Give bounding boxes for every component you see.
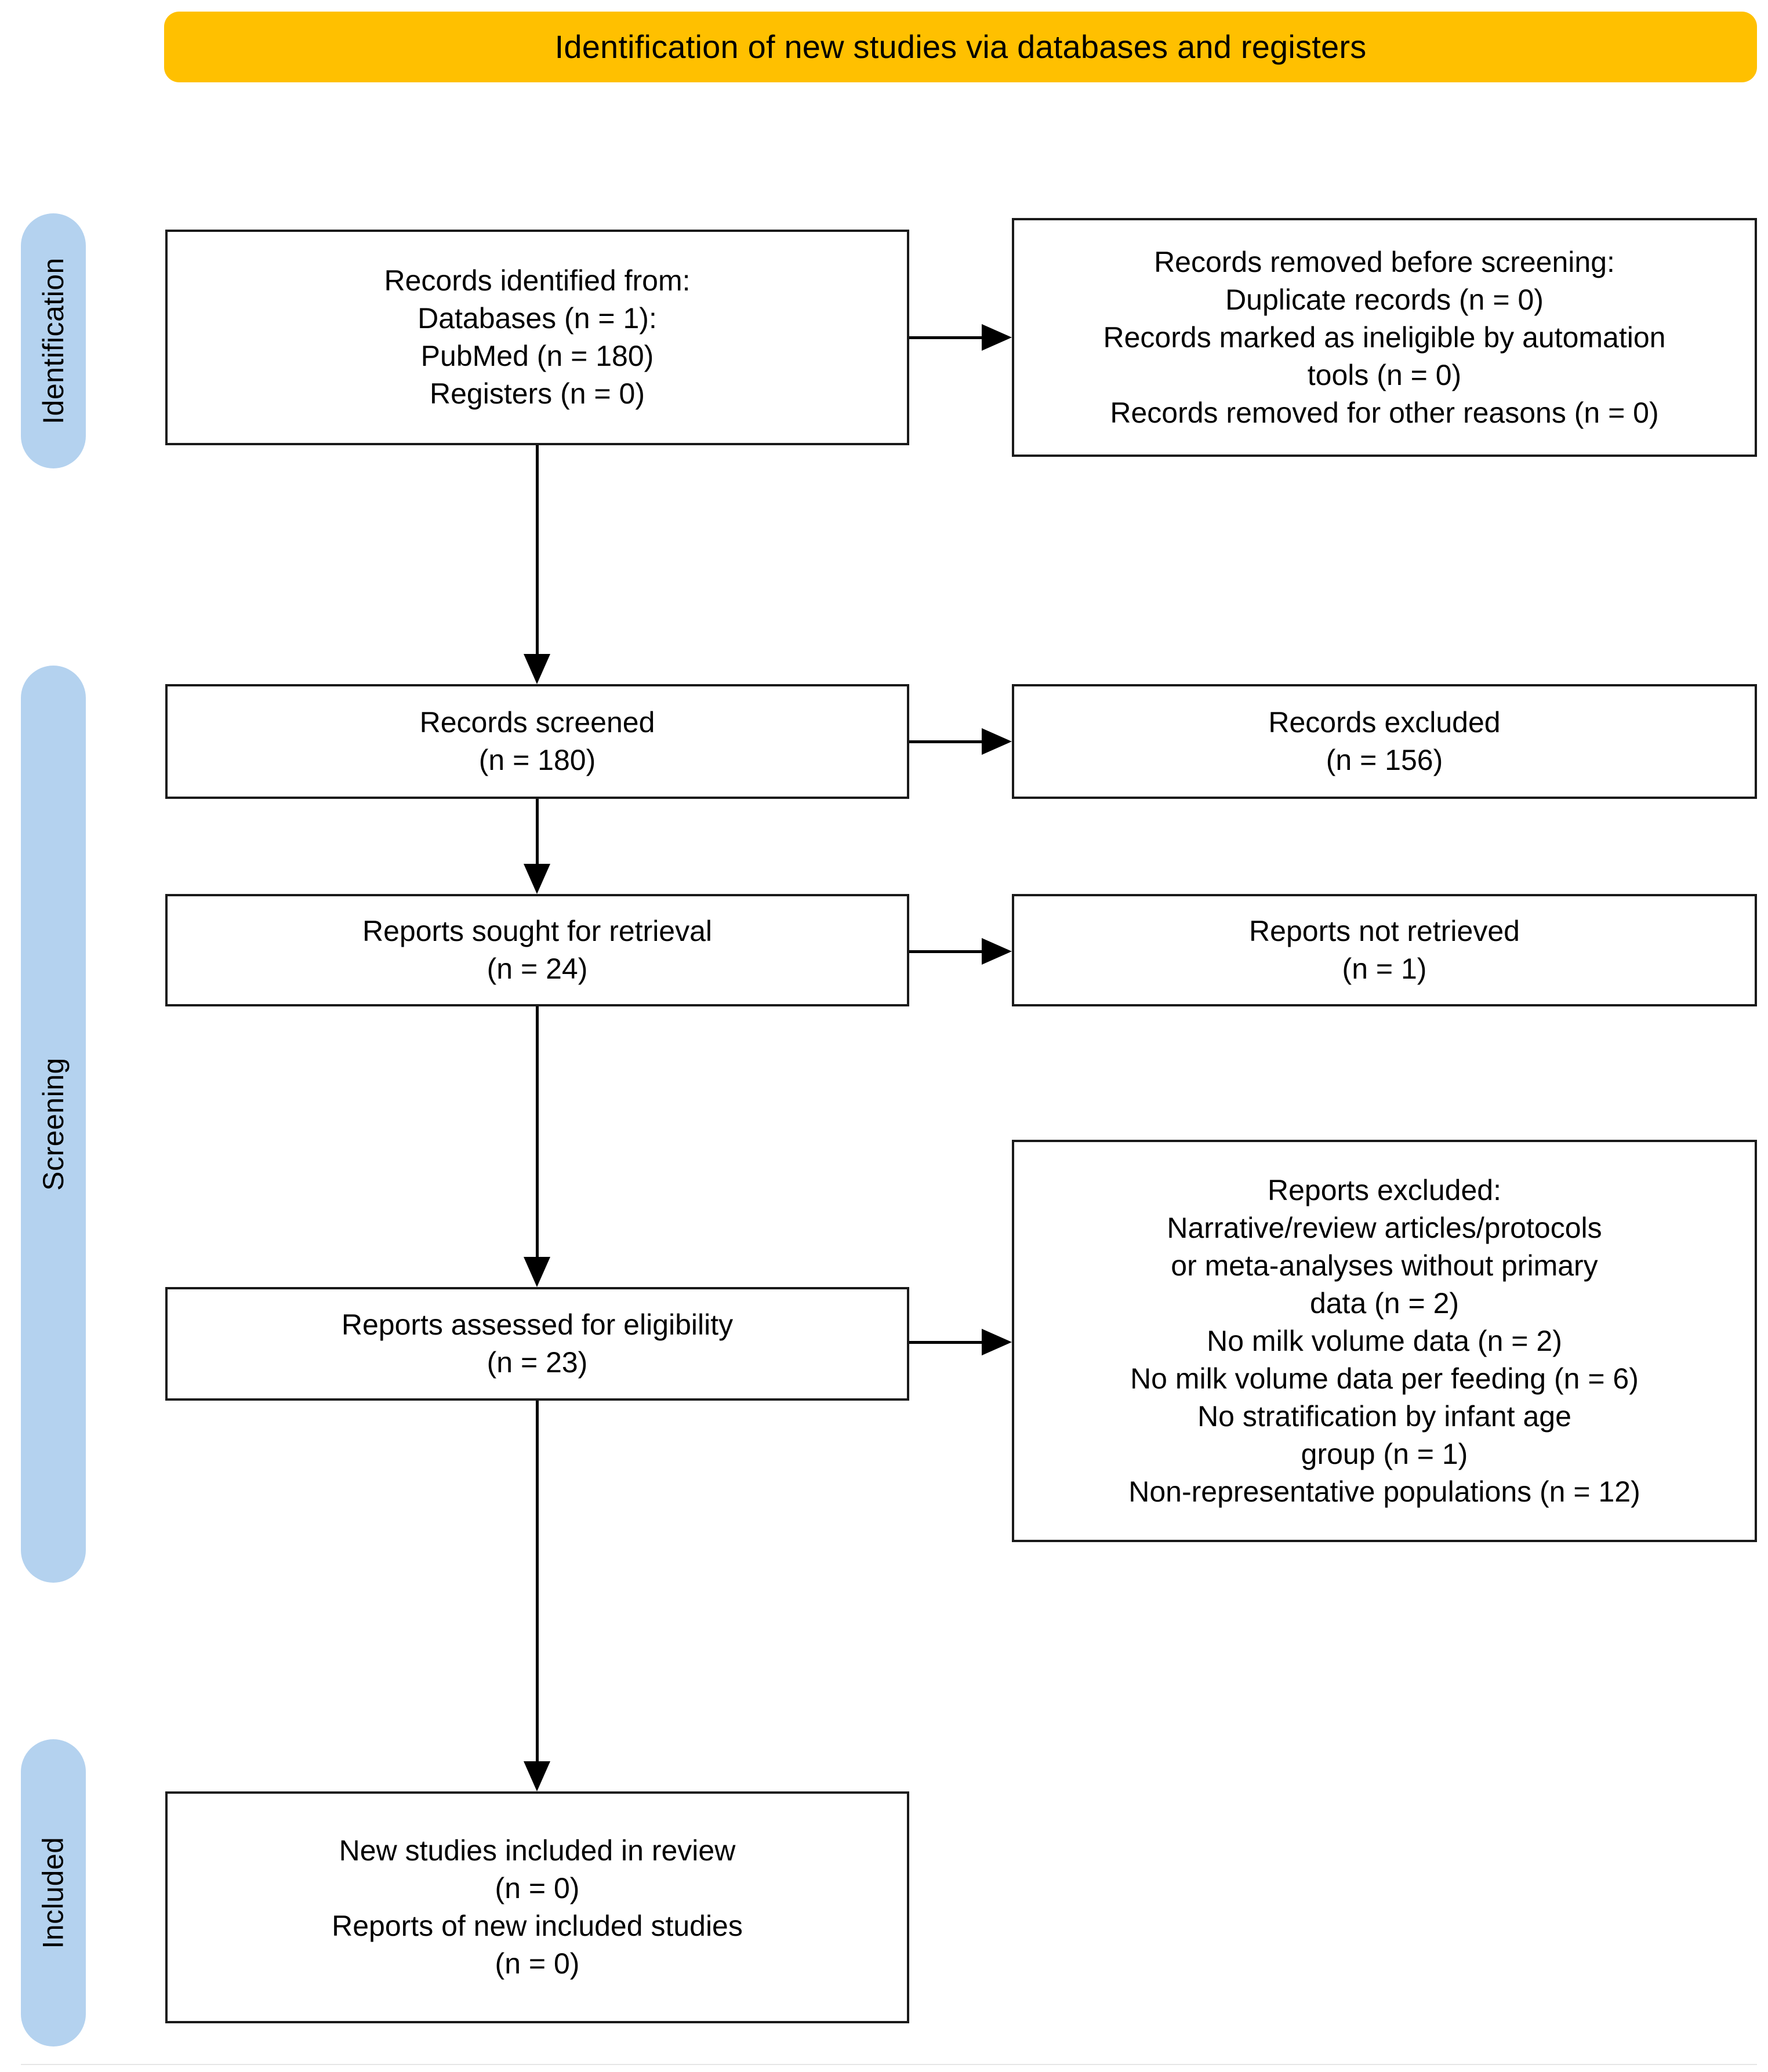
box-records-removed-before-screening: Records removed before screening: Duplic… <box>1012 218 1757 457</box>
connector-identified-to-removed <box>909 336 982 339</box>
connector-sought-to-not-retrieved <box>909 950 982 953</box>
arrowhead-down-icon <box>524 654 550 684</box>
box-reports-not-retrieved-text: Reports not retrieved (n = 1) <box>1249 915 1520 985</box>
connector-assessed-to-included <box>536 1401 539 1761</box>
box-records-removed-before-screening-text: Records removed before screening: Duplic… <box>1103 245 1666 429</box>
box-new-studies-included-in-review-text: New studies included in review (n = 0) R… <box>332 1834 743 1980</box>
header-banner: Identification of new studies via databa… <box>164 12 1757 82</box>
connector-screened-to-excluded <box>909 740 982 743</box>
stage-label-screening-text: Screening <box>37 1057 70 1191</box>
stage-label-screening: Screening <box>21 666 86 1583</box>
connector-sought-to-assessed <box>536 1006 539 1257</box>
connector-assessed-to-reports-excluded <box>909 1341 982 1344</box>
arrowhead-right-icon <box>982 728 1012 755</box>
arrowhead-right-icon <box>982 324 1012 351</box>
box-new-studies-included-in-review: New studies included in review (n = 0) R… <box>165 1791 909 2023</box>
box-reports-not-retrieved: Reports not retrieved (n = 1) <box>1012 894 1757 1006</box>
box-reports-assessed-for-eligibility: Reports assessed for eligibility (n = 23… <box>165 1287 909 1401</box>
arrowhead-down-icon <box>524 1761 550 1791</box>
box-reports-excluded-text: Reports excluded: Narrative/review artic… <box>1128 1173 1640 1508</box>
box-records-excluded: Records excluded (n = 156) <box>1012 684 1757 799</box>
arrowhead-down-icon <box>524 1257 550 1287</box>
box-reports-assessed-for-eligibility-text: Reports assessed for eligibility (n = 23… <box>341 1308 734 1379</box>
arrowhead-down-icon <box>524 864 550 894</box>
box-records-identified-text: Records identified from: Databases (n = … <box>384 264 691 410</box>
stage-label-included-text: Included <box>37 1837 70 1949</box>
box-reports-excluded: Reports excluded: Narrative/review artic… <box>1012 1140 1757 1542</box>
box-records-screened: Records screened (n = 180) <box>165 684 909 799</box>
box-reports-sought-for-retrieval: Reports sought for retrieval (n = 24) <box>165 894 909 1006</box>
header-title: Identification of new studies via databa… <box>554 28 1367 66</box>
box-records-screened-text: Records screened (n = 180) <box>419 706 655 776</box>
stage-label-identification: Identification <box>21 213 86 468</box>
box-records-excluded-text: Records excluded (n = 156) <box>1268 706 1501 776</box>
connector-identified-to-screened <box>536 445 539 654</box>
stage-label-included: Included <box>21 1739 86 2046</box>
bottom-divider <box>21 2064 1757 2065</box>
stage-label-identification-text: Identification <box>37 257 70 424</box>
box-reports-sought-for-retrieval-text: Reports sought for retrieval (n = 24) <box>362 915 713 985</box>
arrowhead-right-icon <box>982 938 1012 965</box>
arrowhead-right-icon <box>982 1329 1012 1355</box>
box-records-identified: Records identified from: Databases (n = … <box>165 230 909 445</box>
connector-screened-to-sought <box>536 799 539 864</box>
